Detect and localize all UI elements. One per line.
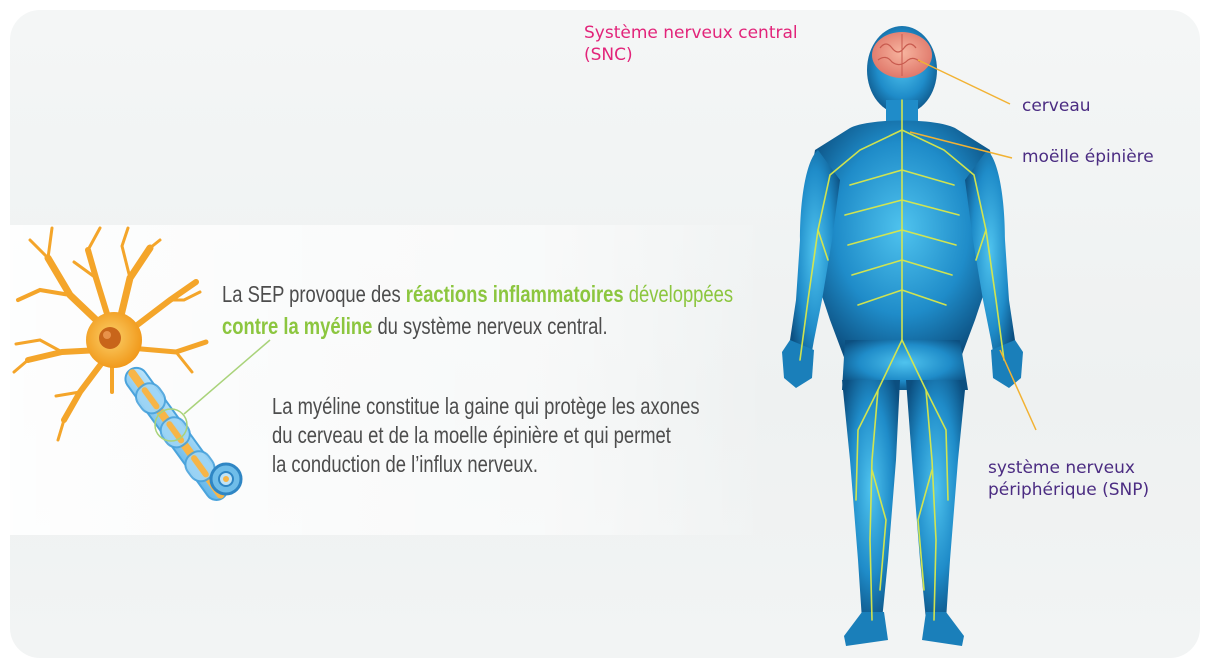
myelin-paragraph: La myéline constitue la gaine qui protèg… bbox=[272, 392, 700, 479]
text-run: La SEP provoque des bbox=[222, 281, 406, 307]
snc-label-line1: Système nerveux central bbox=[584, 22, 798, 44]
snp-label-line1: système nerveux bbox=[988, 457, 1149, 479]
myelin-paragraph-line3: la conduction de l’influx nerveux. bbox=[272, 450, 700, 479]
brain-illustration bbox=[872, 32, 932, 78]
neuron-illustration bbox=[14, 228, 270, 505]
sep-paragraph-line2: contre la myéline du système nerveux cen… bbox=[222, 310, 733, 342]
text-run-green: développées bbox=[624, 281, 733, 307]
sep-paragraph: La SEP provoque des réactions inflammato… bbox=[222, 278, 733, 342]
snp-label: système nerveux périphérique (SNP) bbox=[988, 457, 1149, 501]
snc-label-line2: (SNC) bbox=[584, 44, 798, 66]
myelin-paragraph-line1: La myéline constitue la gaine qui protèg… bbox=[272, 392, 700, 421]
myelin-paragraph-line2: du cerveau et de la moelle épinière et q… bbox=[272, 421, 700, 450]
highlight-inflammatory: réactions inflammatoires bbox=[406, 281, 624, 307]
human-body-illustration bbox=[782, 26, 1023, 646]
moelle-label: moëlle épinière bbox=[1022, 146, 1154, 168]
snc-label: Système nerveux central (SNC) bbox=[584, 22, 798, 66]
text-run: du système nerveux central. bbox=[372, 313, 607, 339]
snp-label-line2: périphérique (SNP) bbox=[988, 479, 1149, 501]
sep-paragraph-line1: La SEP provoque des réactions inflammato… bbox=[222, 278, 733, 310]
cerveau-label: cerveau bbox=[1022, 95, 1091, 117]
highlight-myelin: contre la myéline bbox=[222, 313, 372, 339]
